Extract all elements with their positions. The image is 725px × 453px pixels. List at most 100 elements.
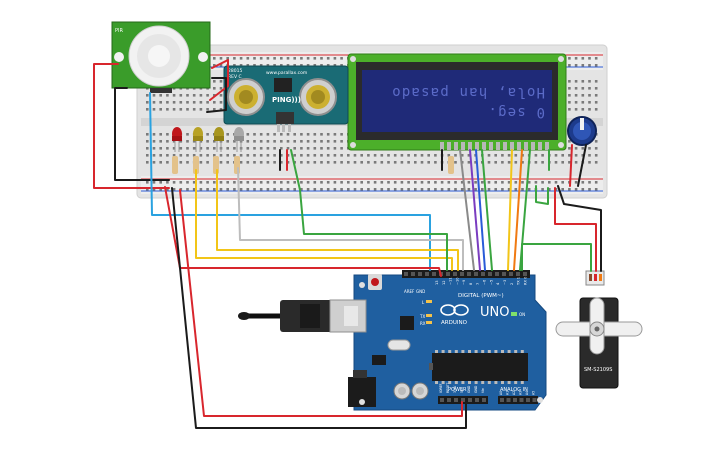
bb-hole: [326, 188, 330, 191]
bb-hole: [588, 87, 591, 90]
bb-hole: [259, 147, 263, 150]
bb-hole: [400, 154, 404, 157]
bb-hole: [306, 140, 310, 143]
bb-hole: [581, 87, 585, 90]
power-pin-label: RESET: [446, 383, 450, 393]
power-pin-label: 3.3V: [453, 385, 457, 393]
bb-hole: [152, 154, 156, 157]
bb-hole: [380, 154, 384, 157]
bb-hole: [568, 154, 571, 157]
bb-hole: [226, 147, 229, 150]
bb-hole: [414, 188, 417, 191]
bb-hole: [186, 161, 189, 164]
bb-hole: [146, 181, 149, 184]
bb-hole: [266, 181, 270, 184]
header-socket: [468, 398, 472, 402]
bb-hole: [333, 140, 337, 143]
bb-hole: [414, 161, 417, 164]
potentiometer[interactable]: [567, 116, 597, 146]
header-socket: [440, 398, 444, 402]
bb-hole: [206, 101, 209, 104]
bb-hole: [340, 181, 343, 184]
bb-hole: [166, 108, 169, 111]
bb-hole: [186, 147, 189, 150]
bb-hole: [179, 94, 183, 97]
bb-hole: [280, 64, 283, 67]
digital-pin-label: ~11: [449, 277, 453, 285]
led-white: [234, 127, 244, 152]
bb-hole: [259, 188, 263, 191]
led-red: [172, 127, 182, 152]
digital-pin-label: 2: [510, 283, 514, 285]
bb-hole: [233, 154, 236, 157]
bb-hole: [548, 188, 551, 191]
analog-label: ANALOG IN: [500, 387, 528, 393]
wire-lcd-yellow: [507, 149, 513, 271]
bb-hole: [333, 154, 337, 157]
bb-hole: [226, 188, 229, 191]
bb-hole: [280, 147, 283, 150]
bb-hole: [534, 181, 538, 184]
header-socket: [418, 272, 422, 276]
bb-hole: [280, 133, 283, 136]
bb-hole: [427, 161, 430, 164]
bb-hole: [554, 154, 558, 157]
wire-pir-top-red: [209, 59, 229, 101]
bb-hole: [347, 161, 350, 164]
bb-hole: [447, 181, 451, 184]
bb-hole: [219, 87, 223, 90]
bb-hole: [568, 101, 571, 104]
bb-hole: [280, 188, 283, 191]
bb-hole: [594, 140, 598, 143]
bb-hole: [320, 147, 323, 150]
chip-pin: [487, 381, 491, 384]
bb-hole: [454, 188, 457, 191]
bb-hole: [179, 181, 183, 184]
bb-hole: [300, 181, 303, 184]
bb-hole: [326, 140, 330, 143]
bb-hole: [172, 101, 176, 104]
power-pin-label: 5V: [460, 388, 464, 393]
usb-cable: [238, 299, 367, 333]
bb-hole: [213, 94, 216, 97]
bb-hole: [574, 161, 578, 164]
bb-hole: [326, 57, 330, 60]
bb-hole: [574, 188, 578, 191]
bb-hole: [427, 188, 430, 191]
bb-hole: [320, 161, 323, 164]
bb-hole: [360, 154, 363, 157]
bb-hole: [146, 161, 149, 164]
header-socket: [519, 398, 524, 402]
bb-hole: [179, 140, 183, 143]
bb-hole: [306, 147, 310, 150]
bb-hole: [313, 161, 317, 164]
bb-hole: [199, 147, 203, 150]
bb-hole: [266, 64, 270, 67]
power-pin-label: GND: [467, 385, 471, 393]
bb-hole: [300, 188, 303, 191]
bb-hole: [166, 133, 169, 136]
bb-hole: [159, 154, 162, 157]
bb-hole: [266, 140, 270, 143]
lcd-header-pins: [440, 142, 549, 150]
bb-hole: [588, 57, 591, 60]
header-socket: [482, 398, 486, 402]
power-label: POWER: [448, 387, 467, 393]
bb-hole: [233, 57, 236, 60]
bb-hole: [226, 161, 229, 164]
bb-hole: [340, 64, 343, 67]
bb-hole: [326, 133, 330, 136]
bb-hole: [594, 181, 598, 184]
bb-hole: [360, 188, 363, 191]
bb-hole: [353, 181, 357, 184]
wire-pir-blue: [149, 92, 431, 271]
bb-hole: [367, 181, 370, 184]
analog-pin-label: A5: [532, 391, 536, 395]
chip-pin: [494, 381, 498, 384]
chip-pin: [514, 350, 518, 353]
bb-hole: [367, 161, 370, 164]
bb-hole: [186, 133, 189, 136]
bb-hole: [213, 181, 216, 184]
bb-hole: [246, 188, 250, 191]
bb-hole: [192, 188, 196, 191]
